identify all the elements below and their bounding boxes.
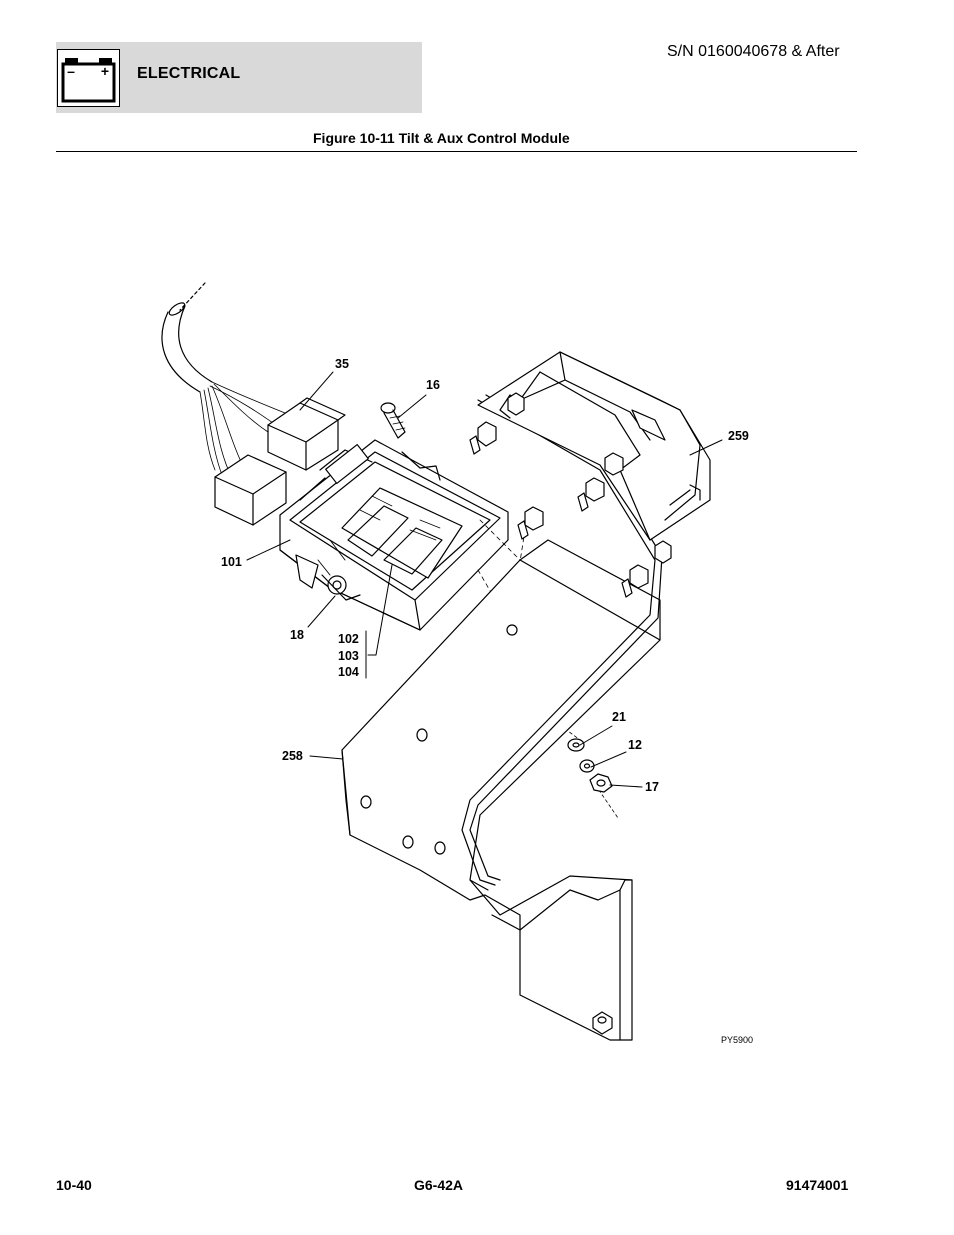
leader-lines — [246, 371, 723, 788]
callout-17: 17 — [645, 780, 659, 794]
battery-minus-label: – — [67, 63, 75, 79]
callout-103: 103 — [338, 649, 359, 663]
battery-plus-label: + — [101, 63, 109, 79]
connector-lower — [214, 454, 287, 526]
stud-bolts — [469, 392, 672, 598]
battery-icon: – + — [57, 49, 120, 107]
model-number: G6-42A — [414, 1177, 464, 1193]
callout-35: 35 — [335, 357, 349, 371]
callout-259: 259 — [728, 429, 749, 443]
callout-258: 258 — [282, 749, 303, 763]
drawing-id: PY5900 — [721, 1035, 753, 1045]
washer-21 — [567, 738, 585, 752]
callout-104: 104 — [338, 665, 359, 679]
page-number: 10-40 — [56, 1177, 92, 1193]
screw-16 — [380, 402, 406, 439]
document-number: 91474001 — [786, 1177, 849, 1193]
callout-101: 101 — [221, 555, 242, 569]
actuator-259 — [477, 351, 711, 541]
connector-upper — [267, 397, 346, 471]
figure-title: Figure 10-11 Tilt & Aux Control Module — [313, 130, 570, 146]
label-plate — [341, 487, 463, 579]
callout-12: 12 — [628, 738, 642, 752]
nut-17 — [589, 773, 613, 793]
bracket-258 — [341, 539, 661, 1041]
section-title: ELECTRICAL — [137, 65, 241, 82]
callout-102: 102 — [338, 632, 359, 646]
callout-18: 18 — [290, 628, 304, 642]
control-module — [279, 439, 509, 631]
washer-12 — [579, 759, 595, 773]
serial-range: S/N 0160040678 & After — [667, 43, 840, 60]
header-rule — [56, 151, 857, 152]
callout-21: 21 — [612, 710, 626, 724]
callout-16: 16 — [426, 378, 440, 392]
mount-hole — [327, 575, 347, 595]
